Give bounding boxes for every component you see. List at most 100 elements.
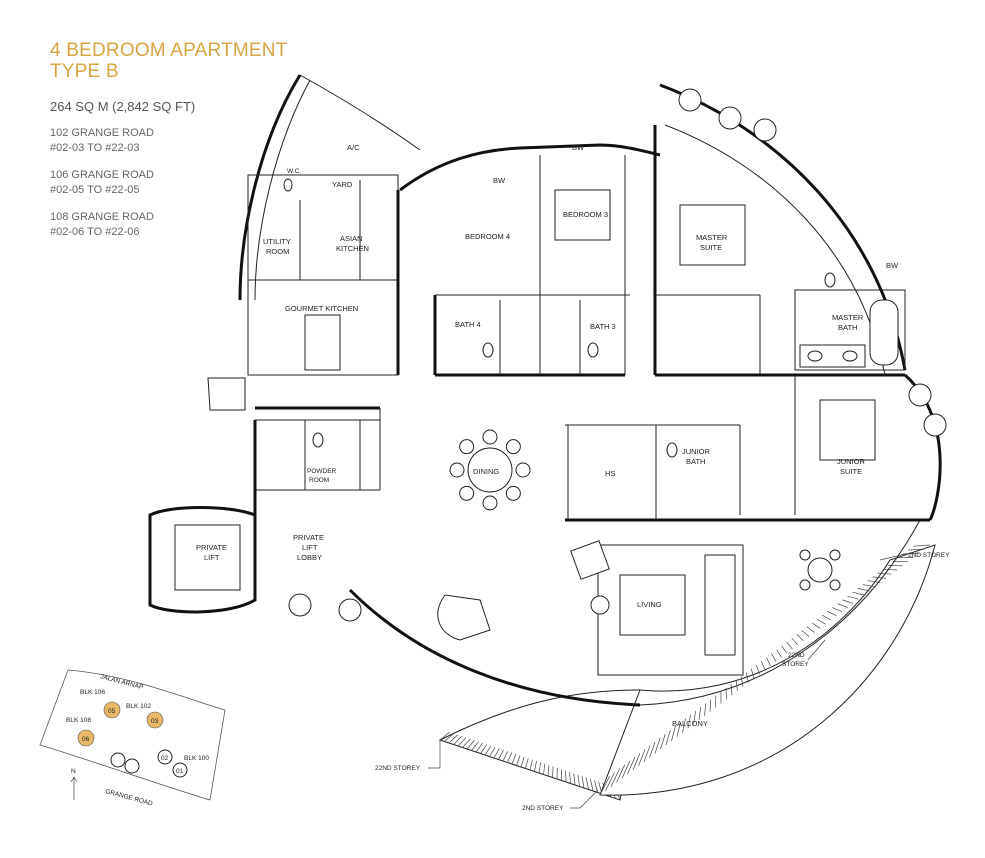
label-hs: HS [605,469,615,478]
address-road: 106 GRANGE ROAD [50,169,154,181]
dining-chair [482,495,498,511]
unit-02-label: 02 [161,755,169,762]
blk-106-label: BLK 106 [80,689,105,696]
label-lift-lobby: LOBBY [297,553,322,562]
unit-01-label: 01 [176,768,184,775]
dining-chair [449,462,465,478]
label-master-bath: MASTER [832,313,864,322]
unit-06-label: 06 [82,736,90,743]
balcony-deck [438,544,936,801]
address-units: #02-06 TO #22-06 [50,226,140,238]
address-block-108: 108 GRANGE ROAD #02-06 TO #22-06 [50,210,310,240]
label-wc: W.C. [287,168,301,175]
unit-01-marker [172,762,188,778]
label-utility: UTILITY [263,237,291,246]
interior-walls [148,125,930,676]
label-bath4: BATH 4 [455,320,481,329]
master-bed [679,204,746,266]
label-bath3: BATH 3 [590,322,616,331]
label-yard: YARD [332,180,353,189]
unit-02-marker [157,749,173,765]
dining-table [467,447,513,493]
label-2nd-storey: 2ND STOREY [522,805,564,812]
label-bedroom3: BEDROOM 3 [563,210,608,219]
balcony-table [807,557,833,583]
label-dining: DINING [473,467,499,476]
label-bedroom4: BEDROOM 4 [465,232,510,241]
kitchen-island [304,314,341,371]
junior-bed [819,399,876,461]
label-powder-room: ROOM [309,477,329,484]
label-asian-kitchen: ASIAN [340,234,363,243]
label-living: LIVING [637,600,662,609]
unit-05-marker [103,701,121,719]
blk-102-label: BLK 102 [126,703,151,710]
address-block-106: 106 GRANGE ROAD #02-05 TO #22-05 [50,168,310,198]
room-labels: A/C BW BW BW W.C. YARD UTILITY ROOM ASIA… [196,143,899,728]
dining-chair [505,439,521,455]
plant-icon [923,413,947,437]
label-master-suite: SUITE [700,243,722,252]
label-utility: ROOM [266,247,289,256]
plan-header: 4 BEDROOM APARTMENT TYPE B 264 SQ M (2,8… [50,40,310,240]
label-junior-bath: BATH [686,457,705,466]
label-2nd-storey: 2ND STOREY [908,552,950,559]
label-private-lift: LIFT [204,553,220,562]
site-outline [39,669,226,801]
address-units: #02-05 TO #22-05 [50,184,140,196]
unit-04-marker [110,752,126,768]
side-table [590,595,610,615]
address-road: 108 GRANGE ROAD [50,211,154,223]
floor-area: 264 SQ M (2,842 SQ FT) [50,99,196,114]
plant-icon [908,383,932,407]
label-bw: BW [886,261,899,270]
storey-labels: 2ND STOREY 22ND STOREY 22ND STOREY 2ND S… [375,552,950,812]
armchair [570,540,610,580]
unit-06-marker [77,729,95,747]
address-units: #02-03 TO #22-03 [50,142,140,154]
label-bw: BW [572,143,585,152]
sofa [704,554,736,656]
label-junior-suite: SUITE [840,467,862,476]
piano [437,594,491,641]
address-road: 102 GRANGE ROAD [50,127,154,139]
label-ac: A/C [347,143,360,152]
label-private-lift: PRIVATE [196,543,227,552]
label-asian-kitchen: KITCHEN [336,244,369,253]
plant-icon [288,593,312,617]
unit-05-label: 05 [108,708,116,715]
blk-108-label: BLK 108 [66,717,91,724]
dining-chair [505,485,521,501]
key-plan: JALAN ARNAP GRANGE ROAD BLK 106 BLK 102 … [39,669,226,808]
label-22nd-storey: 22ND [788,652,805,659]
label-lift-lobby: PRIVATE [293,533,324,542]
title-line-2: TYPE B [50,61,119,82]
label-junior-bath: JUNIOR [682,447,711,456]
label-powder-room: POWDER [307,468,337,475]
plant-icon [718,106,742,130]
fixtures [283,88,947,656]
unit-03-label: 03 [151,718,159,725]
plant-icon [753,118,777,142]
label-lift-lobby: LIFT [302,543,318,552]
north-label: N [71,768,76,775]
label-balcony: BALCONY [672,719,708,728]
unit-03-marker [146,711,164,729]
coffee-table [619,574,686,636]
label-gourmet-kitchen: GOURMET KITCHEN [285,304,358,313]
dining-chair [482,429,498,445]
label-bw: BW [493,176,506,185]
dining-chair [459,439,475,455]
apartment-title: 4 BEDROOM APARTMENT TYPE B [50,40,310,82]
label-master-suite: MASTER [696,233,728,242]
blk-100-label: BLK 100 [184,755,209,762]
dining-chair [515,462,531,478]
plant-icon [338,598,362,622]
bedroom3-bed [554,189,611,241]
label-master-bath: BATH [838,323,857,332]
grange-road-label: GRANGE ROAD [104,788,153,807]
label-22nd-storey: 22ND STOREY [375,765,421,772]
label-junior-suite: JUNIOR [837,457,866,466]
title-line-1: 4 BEDROOM APARTMENT [50,40,288,61]
